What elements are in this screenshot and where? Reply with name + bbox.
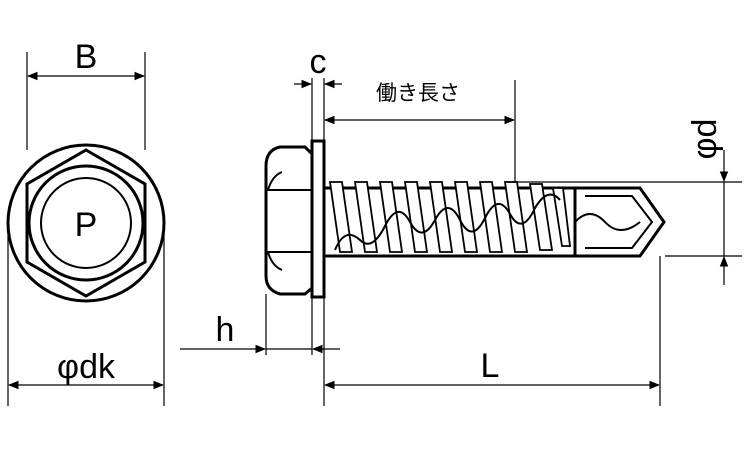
label-d: φd	[686, 119, 724, 160]
label-working-length: 働き長さ	[376, 81, 460, 105]
label-dk: φdk	[57, 348, 116, 386]
label-c: c	[310, 43, 327, 81]
label-h: h	[216, 311, 235, 349]
dimension-b: B	[26, 38, 146, 150]
label-b: B	[75, 38, 98, 76]
dimension-h: h	[180, 294, 340, 355]
head-mark-text: P	[75, 206, 98, 244]
label-l: L	[481, 347, 500, 385]
dimension-dk: φdk	[7, 230, 165, 406]
drill-point	[573, 186, 666, 258]
washer-side	[310, 139, 326, 299]
head-outer-circle	[27, 164, 145, 282]
washer-outer-circle	[6, 143, 166, 303]
side-view	[264, 139, 666, 299]
thread-crests	[328, 181, 572, 253]
thread-helix	[334, 193, 561, 251]
head-inner-circle	[40, 177, 132, 269]
dimension-d: φd	[505, 119, 742, 285]
hex-head-side	[264, 145, 314, 296]
front-view: P	[6, 143, 166, 303]
dimension-working-length: 働き長さ	[323, 80, 516, 182]
hex-head-outline	[25, 148, 147, 298]
dimension-l: L	[323, 256, 661, 406]
dimension-c: c	[294, 43, 342, 141]
